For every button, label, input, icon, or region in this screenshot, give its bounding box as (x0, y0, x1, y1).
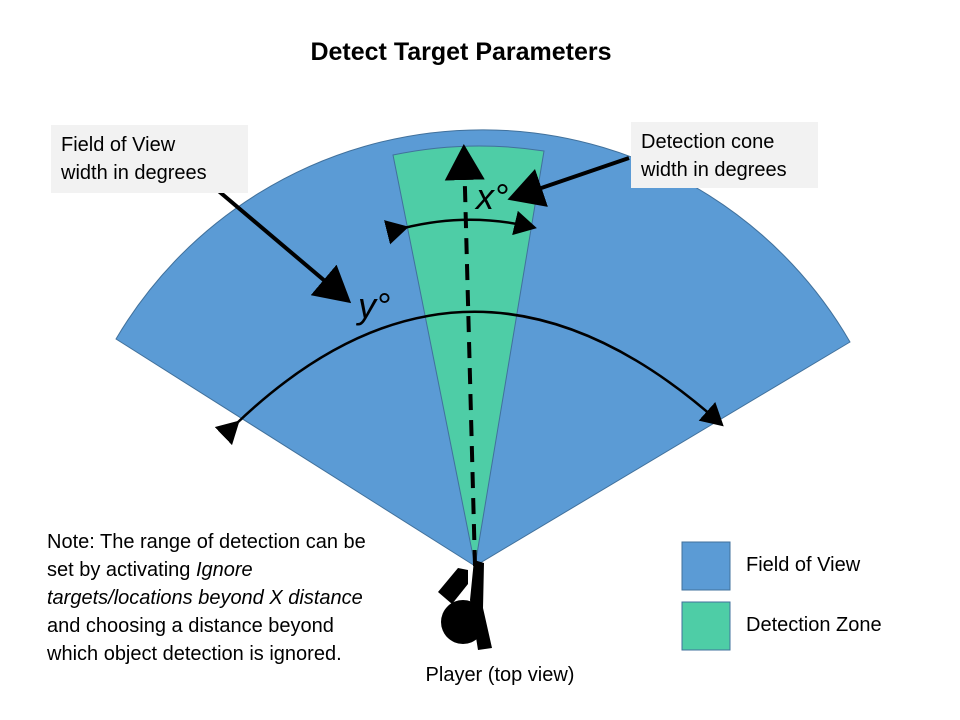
callout-fov-line-2: width in degrees (61, 162, 207, 184)
detection-cone-callout: Detection cone width in degrees (631, 122, 818, 188)
note-line-3-emphasis: targets/locations beyond X distance (47, 587, 363, 609)
diagram-title: Detect Target Parameters (310, 38, 612, 66)
note-line-5: which object detection is ignored. (47, 643, 342, 665)
field-of-view-angle-label: y° (358, 285, 391, 326)
fov-callout-arrow (213, 186, 352, 304)
field-of-view-arc (214, 310, 724, 446)
legend-fov-swatch (681, 541, 731, 591)
range-note: Note: The range of detection can be set … (47, 528, 417, 668)
note-line-1: Note: The range of detection can be (47, 531, 366, 553)
callout-det-line-2: width in degrees (641, 159, 787, 181)
detection-callout-arrow (507, 156, 630, 207)
player-caption: Player (top view) (425, 664, 575, 686)
player-top-view-icon (438, 560, 492, 650)
note-line-4: and choosing a distance beyond (47, 615, 334, 637)
note-emphasis-start: Ignore (195, 559, 253, 581)
legend-fov-label: Field of View (746, 554, 861, 576)
detection-cone-angle-label: x° (476, 176, 509, 217)
legend-detection-swatch (681, 601, 731, 651)
callout-fov-line-1: Field of View (61, 134, 176, 156)
note-line-2-text: set by activating (47, 559, 196, 581)
detection-cone-arc (383, 210, 537, 245)
note-line-2: set by activating Ignore (47, 556, 417, 584)
legend-detection-label: Detection Zone (746, 614, 882, 636)
callout-det-line-1: Detection cone (641, 131, 775, 153)
field-of-view-callout: Field of View width in degrees (51, 125, 248, 193)
